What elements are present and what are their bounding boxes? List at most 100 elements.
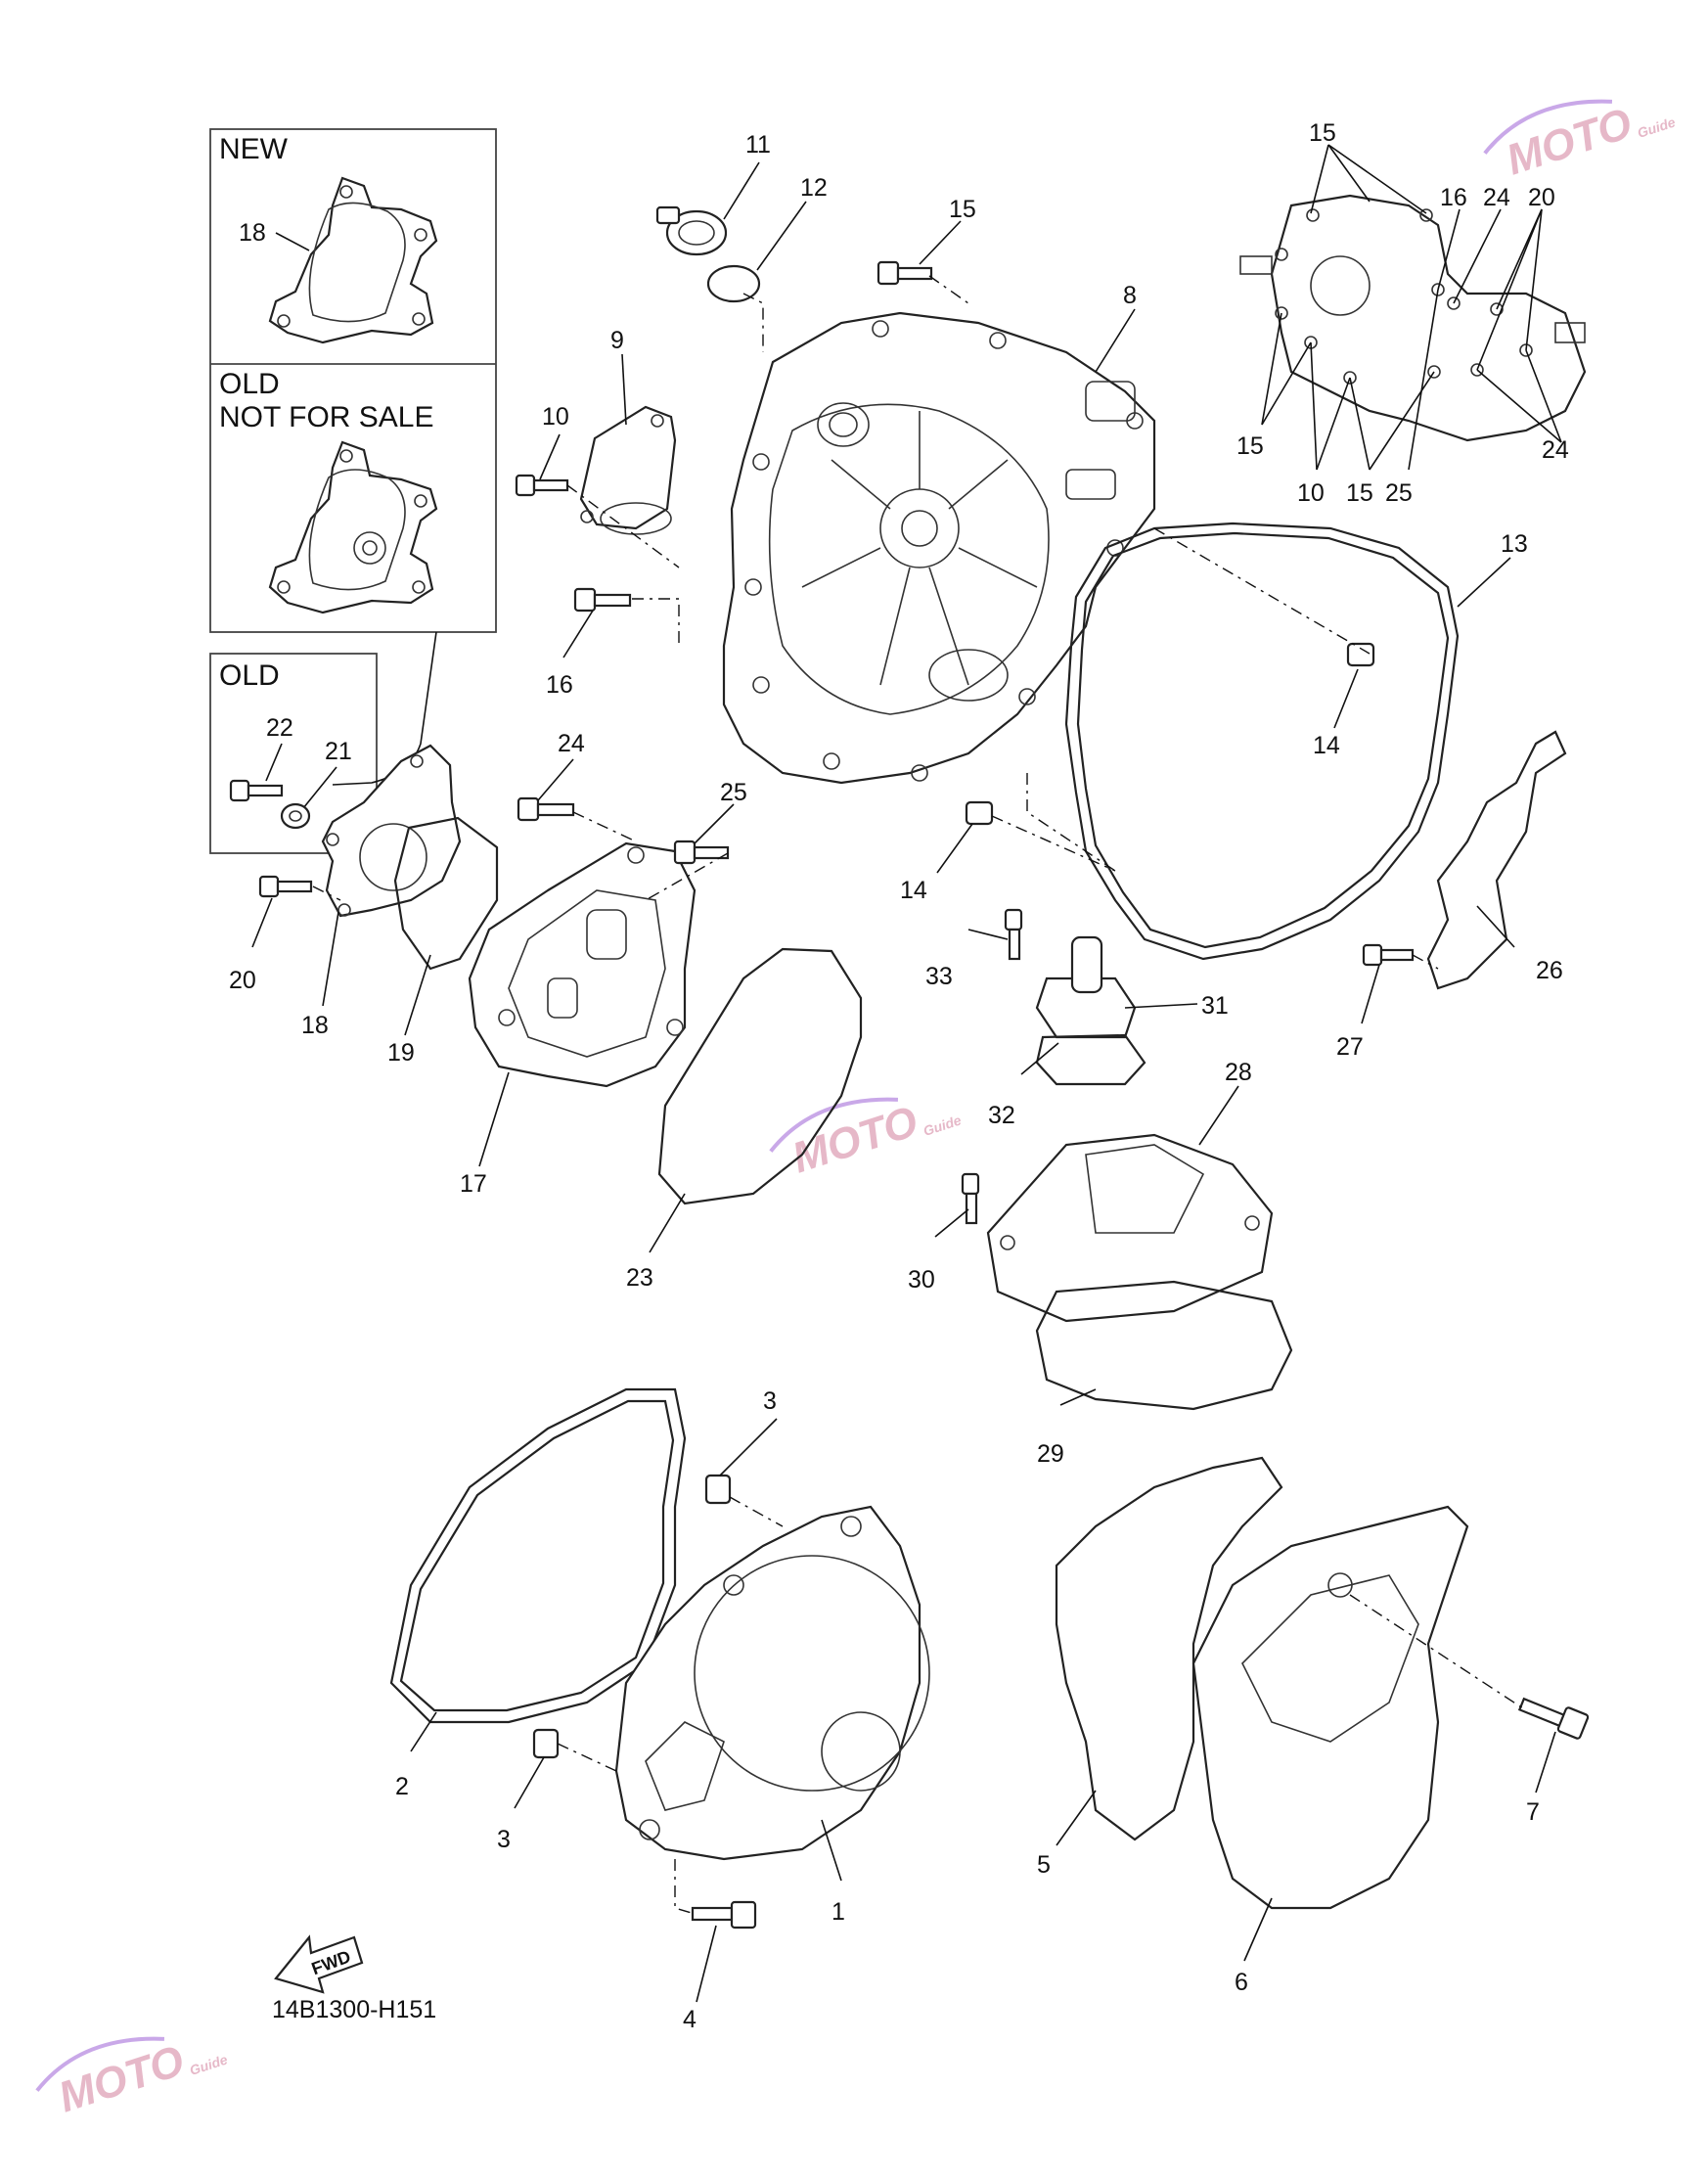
new-old-outline: [209, 128, 497, 633]
o-ring-19: [393, 816, 499, 971]
bolt-24: [517, 796, 575, 822]
callout-10: 10: [542, 403, 569, 431]
part-11-fitting: [655, 205, 728, 256]
water-pump-cover-18: [321, 744, 462, 918]
callout-25: 25: [720, 779, 747, 806]
watermark-subtext: Guide: [188, 2051, 230, 2078]
not-for-sale-title: NOT FOR SALE: [219, 401, 434, 433]
gasket-13-inner: [1076, 531, 1450, 949]
inset-callout-24-right: 24: [1542, 436, 1569, 464]
callout-15: 15: [949, 196, 976, 223]
watermark-text: MOTO: [53, 2036, 190, 2121]
inset-callout-20: 20: [1528, 184, 1555, 211]
leader-lines: [251, 144, 1562, 2003]
inset-callout-10: 10: [1297, 479, 1325, 507]
watermark-subtext: Guide: [921, 1112, 964, 1139]
bolt-15: [876, 260, 933, 286]
inset-callout-24-top: 24: [1483, 184, 1510, 211]
callout-9: 9: [610, 327, 624, 354]
callout-32: 32: [988, 1102, 1015, 1129]
gasket-2-inner: [399, 1399, 675, 1712]
crankcase-cover-8: [722, 311, 1156, 785]
callout-29: 29: [1037, 1440, 1064, 1468]
dowel-3-upper: [704, 1474, 732, 1505]
callout-31: 31: [1201, 992, 1229, 1020]
bolt-16: [573, 587, 632, 613]
part-9-housing: [579, 405, 677, 535]
dowel-14-upper: [1346, 642, 1375, 667]
bolt-10: [515, 474, 569, 497]
bolt-30: [961, 1172, 980, 1225]
cover-5: [1055, 1456, 1283, 1841]
watermark-center: MOTO Guide: [769, 1097, 964, 1183]
callout-5: 5: [1037, 1851, 1051, 1879]
bolt-7: [1517, 1697, 1590, 1740]
inset-callout-15-left: 15: [1236, 432, 1264, 460]
old-box-part-21: 21: [325, 738, 352, 765]
old-small-box-title: OLD: [219, 659, 280, 692]
callout-23: 23: [626, 1264, 653, 1292]
callout-24: 24: [558, 730, 585, 757]
inset-callout-15-top: 15: [1309, 119, 1336, 147]
gasket-32: [1035, 1033, 1146, 1086]
inset-callout-15-bottom: 15: [1346, 479, 1373, 507]
callout-4: 4: [683, 2006, 697, 2033]
breather-31: [1035, 935, 1137, 1039]
watermark-subtext: Guide: [1636, 114, 1678, 141]
callout-18: 18: [301, 1012, 329, 1039]
watermark-text: MOTO: [1501, 99, 1638, 184]
callout-26: 26: [1536, 957, 1563, 984]
callout-16: 16: [546, 671, 573, 699]
new-box-part-18: 18: [239, 219, 266, 247]
fwd-arrow-icon: FWD: [274, 1934, 364, 1994]
new-box-title: NEW: [219, 133, 289, 165]
washer-21: [280, 802, 311, 830]
cover-17: [468, 841, 697, 1088]
cover-6: [1191, 1505, 1469, 1910]
gasket-13: [1064, 522, 1460, 961]
bolt-4: [691, 1900, 757, 1930]
callout-27: 27: [1336, 1033, 1364, 1061]
callout-2: 2: [395, 1773, 409, 1800]
bolt-27: [1362, 943, 1415, 967]
callout-12: 12: [800, 174, 828, 202]
diagram-code: 14B1300-H151: [272, 1996, 436, 2023]
callout-20: 20: [229, 967, 256, 994]
bolt-22: [229, 779, 284, 802]
dowel-14-lower: [965, 800, 994, 826]
callout-28: 28: [1225, 1059, 1252, 1086]
bolt-33: [1004, 908, 1023, 961]
new-old-box: NEW OLD NOT FOR SALE 18: [209, 128, 497, 633]
bracket-26: [1426, 730, 1567, 990]
gasket-23: [657, 947, 863, 1205]
callout-1: 1: [832, 1898, 845, 1926]
callout-3-lower: 3: [497, 1826, 511, 1853]
inset-callout-16: 16: [1440, 184, 1467, 211]
old-outline: [209, 653, 378, 854]
callout-33: 33: [925, 963, 953, 990]
callout-14-lower: 14: [900, 877, 927, 904]
old-box: OLD 22 21: [209, 653, 378, 854]
callout-3-upper: 3: [763, 1387, 777, 1415]
watermark-text: MOTO: [787, 1097, 923, 1182]
gasket-2: [389, 1387, 687, 1724]
cover-28: [986, 1133, 1274, 1323]
bolt-20: [258, 875, 313, 898]
callout-19: 19: [387, 1039, 415, 1067]
old-box-part-22: 22: [266, 714, 293, 742]
old-water-pump-cover: [268, 440, 438, 614]
gasket-29: [1035, 1280, 1293, 1411]
o-ring-12: [706, 264, 761, 303]
assembly-lines: [312, 275, 1527, 1915]
callout-8: 8: [1123, 282, 1137, 309]
callout-14-upper: 14: [1313, 732, 1340, 759]
new-water-pump-cover: [268, 176, 438, 344]
callout-17: 17: [460, 1170, 487, 1198]
callout-labels: 1 2 3 3 4 5 6 7 8 9 10 11 12 13 14 14 15…: [229, 119, 1569, 2033]
callout-6: 6: [1235, 1969, 1248, 1996]
inset-callout-25: 25: [1385, 479, 1413, 507]
bolt-25: [673, 840, 730, 865]
callout-11: 11: [745, 131, 771, 159]
generator-cover-1: [614, 1505, 930, 1861]
